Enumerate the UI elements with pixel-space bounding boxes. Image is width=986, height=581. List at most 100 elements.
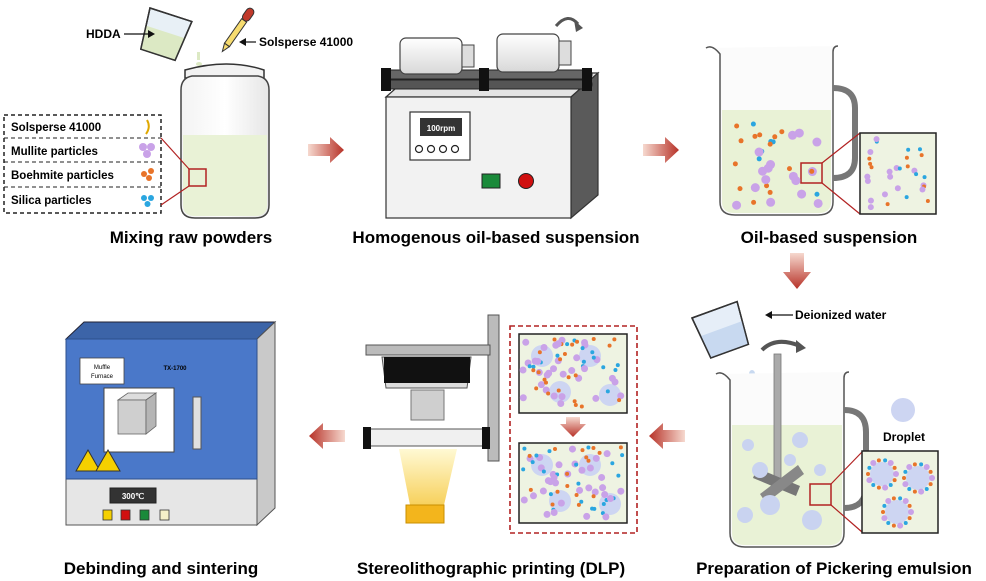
mullite-particle <box>881 191 888 198</box>
hdda-label: HDDA <box>86 27 121 41</box>
boehmite-particle <box>556 388 561 393</box>
legend-label-1: Mullite particles <box>11 146 98 158</box>
bottle-2 <box>496 33 572 73</box>
furnace-temp: 300℃ <box>122 492 144 501</box>
mullite-particle <box>732 200 742 210</box>
mullite-particle <box>887 460 894 467</box>
boehmite-particle <box>579 404 584 409</box>
droplet <box>792 432 808 448</box>
furnace-white-button <box>159 509 170 521</box>
silica-particle <box>592 506 597 511</box>
mullite-particle <box>586 464 594 472</box>
furnace-name-line2: Furnace <box>91 374 114 380</box>
light-beam <box>399 449 457 505</box>
legend-box <box>3 114 190 214</box>
furnace-model: TX-1700 <box>163 366 187 372</box>
arrow-1 <box>308 137 344 163</box>
lattice-cube <box>116 392 158 435</box>
boehmite-particle <box>570 342 575 347</box>
boehmite-particle <box>751 199 757 205</box>
droplet <box>760 495 780 515</box>
silica-particle <box>814 191 820 197</box>
mullite-particle <box>573 354 581 362</box>
mullite-particle <box>611 378 619 386</box>
mullite-particle <box>754 147 764 157</box>
mullite-particle <box>788 130 798 140</box>
green-button <box>481 173 501 189</box>
silica-particle <box>522 446 527 451</box>
droplet-icon <box>891 398 915 422</box>
mullite-particle <box>603 450 611 458</box>
warning-icon-2 <box>95 448 121 472</box>
droplet <box>802 510 822 530</box>
arrow-2 <box>643 137 679 163</box>
boehmite-particle <box>738 138 744 144</box>
mullite-particle <box>873 136 880 143</box>
mullite-particle <box>568 445 576 453</box>
mullite-particle <box>894 185 901 192</box>
boehmite-particle <box>876 458 881 463</box>
mullite-particle <box>601 491 609 499</box>
silica-particle <box>521 467 526 472</box>
boehmite-particle <box>867 156 872 161</box>
silica-particle <box>601 501 606 506</box>
boehmite-particle <box>550 502 555 507</box>
boehmite-particle <box>876 485 881 490</box>
water-cup <box>690 300 750 359</box>
mullite-particle <box>617 392 625 400</box>
silica-particle <box>906 147 911 152</box>
mullite-particle <box>867 149 874 156</box>
boehmite-particle <box>617 398 622 403</box>
boehmite-particle <box>527 453 532 458</box>
mullite-particle <box>591 488 599 496</box>
silica-particle <box>886 520 891 525</box>
mullite-particle <box>537 464 545 472</box>
silica-particle <box>922 175 927 180</box>
boehmite-particle <box>866 472 870 476</box>
furnace-handle <box>192 396 202 450</box>
mixing-jar <box>180 63 270 219</box>
silica-particle <box>919 462 924 467</box>
boehmite-particle <box>546 391 551 396</box>
silica-particle <box>605 389 610 394</box>
silica-particle <box>882 503 887 508</box>
mullite-particle <box>906 464 913 471</box>
step-title-pickering: Preparation of Pickering emulsion <box>696 559 972 578</box>
particles <box>519 121 935 530</box>
mullite-particle <box>519 394 527 402</box>
boehmite-particle <box>757 132 763 138</box>
droplet <box>870 462 894 486</box>
furnace-yellow-button <box>102 509 113 521</box>
mullite-particle <box>559 370 567 378</box>
mullite-particle <box>534 357 542 365</box>
boehmite-particle <box>537 350 542 355</box>
droplet <box>885 500 909 524</box>
silica-particle <box>576 481 581 486</box>
boehmite-particle <box>786 166 792 172</box>
boehmite-particle <box>580 448 585 453</box>
mullite-particle <box>550 509 558 517</box>
mullite-particle <box>887 173 894 180</box>
mullite-particle <box>545 369 553 377</box>
boehmite-particle <box>881 510 885 514</box>
silica-particle <box>591 355 596 360</box>
boehmite-particle <box>536 370 541 375</box>
warning-icon-1 <box>75 448 101 472</box>
silica-particle <box>613 367 618 372</box>
silica-particle <box>527 364 532 369</box>
mullite-particle <box>813 198 823 208</box>
mullite-particle <box>886 168 893 175</box>
mullite-particle <box>602 513 610 521</box>
mullite-particle <box>555 461 563 469</box>
mullite-particle <box>576 486 584 494</box>
boehmite-particle <box>912 489 917 494</box>
step-title-dlp: Stereolithographic printing (DLP) <box>357 559 625 578</box>
boehmite-particle <box>919 153 924 158</box>
silica-particle <box>898 496 903 501</box>
arrow-5 <box>309 423 345 449</box>
solsperse-pipette-label: Solsperse 41000 <box>259 35 353 49</box>
mullite-particle <box>794 128 804 138</box>
silica-particle <box>580 346 585 351</box>
boehmite-particle <box>809 168 815 174</box>
boehmite-particle <box>912 462 917 467</box>
